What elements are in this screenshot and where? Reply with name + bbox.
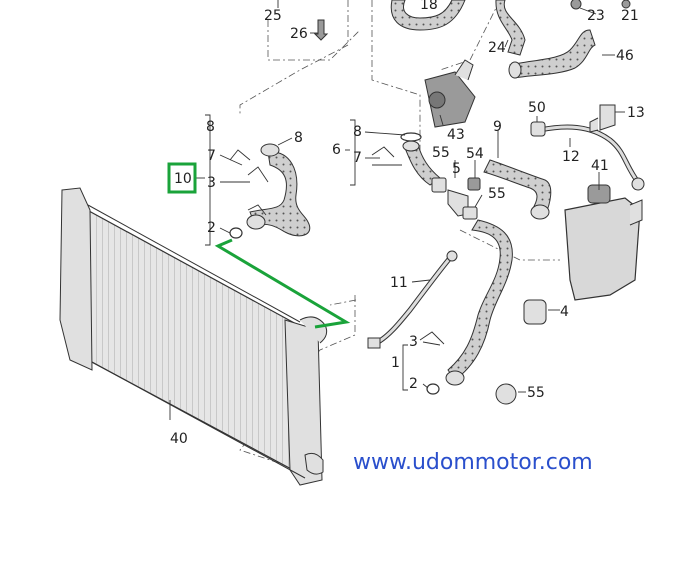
pipe-11 (367, 250, 458, 349)
label-55-mid: 55 (488, 186, 506, 202)
label-18: 18 (420, 0, 438, 13)
label-23: 23 (587, 8, 605, 24)
label-12: 12 (562, 149, 580, 165)
small-fasteners (313, 0, 631, 41)
label-2-lower: 2 (409, 376, 418, 392)
leader-lines (169, 0, 625, 420)
label-24: 24 (488, 40, 506, 56)
label-5: 5 (452, 161, 461, 177)
part-numbers: 27 25 18 23 21 26 24 46 50 13 43 9 12 41… (155, 0, 645, 447)
label-41: 41 (591, 158, 609, 174)
label-9: 9 (493, 119, 502, 135)
label-2-left: 2 (207, 220, 216, 236)
label-7-mid: 7 (353, 150, 362, 166)
label-27: 27 (155, 0, 173, 2)
clips (530, 104, 616, 137)
label-25: 25 (264, 8, 282, 24)
label-13: 13 (627, 105, 645, 121)
label-11: 11 (390, 275, 408, 291)
label-3-left: 3 (207, 175, 216, 191)
label-55-upper: 55 (432, 145, 450, 161)
label-4: 4 (560, 304, 569, 320)
label-8-hose: 8 (294, 130, 303, 146)
expansion-tank (564, 184, 643, 301)
hose-9 (483, 159, 552, 220)
label-43: 43 (447, 127, 465, 143)
label-1: 1 (391, 355, 400, 371)
pipe-12 (539, 124, 645, 191)
upper-hoses (390, 0, 596, 79)
highlight (167, 162, 351, 329)
label-54: 54 (466, 146, 484, 162)
bracket-4 (523, 299, 547, 325)
watermark-url: www.udommotor.com (353, 450, 593, 475)
label-3-lower: 3 (409, 334, 418, 350)
radiator (59, 187, 328, 486)
label-7-left: 7 (207, 148, 216, 164)
label-21: 21 (621, 8, 639, 24)
label-8-mid: 8 (353, 124, 362, 140)
hose-connectors (431, 177, 481, 220)
hose-assembly-6 (371, 132, 441, 186)
hose-assembly-10 (229, 143, 311, 239)
label-40: 40 (170, 431, 188, 447)
label-46: 46 (616, 48, 634, 64)
label-8-left: 8 (206, 119, 215, 135)
label-55-lower: 55 (527, 385, 545, 401)
label-6: 6 (332, 142, 341, 158)
thermostat-housing (424, 59, 476, 128)
lower-hose (419, 219, 513, 395)
cap-55 (495, 383, 517, 405)
label-50: 50 (528, 100, 546, 116)
label-10: 10 (174, 171, 192, 187)
label-26: 26 (290, 26, 308, 42)
assembly-lines (239, 0, 560, 471)
